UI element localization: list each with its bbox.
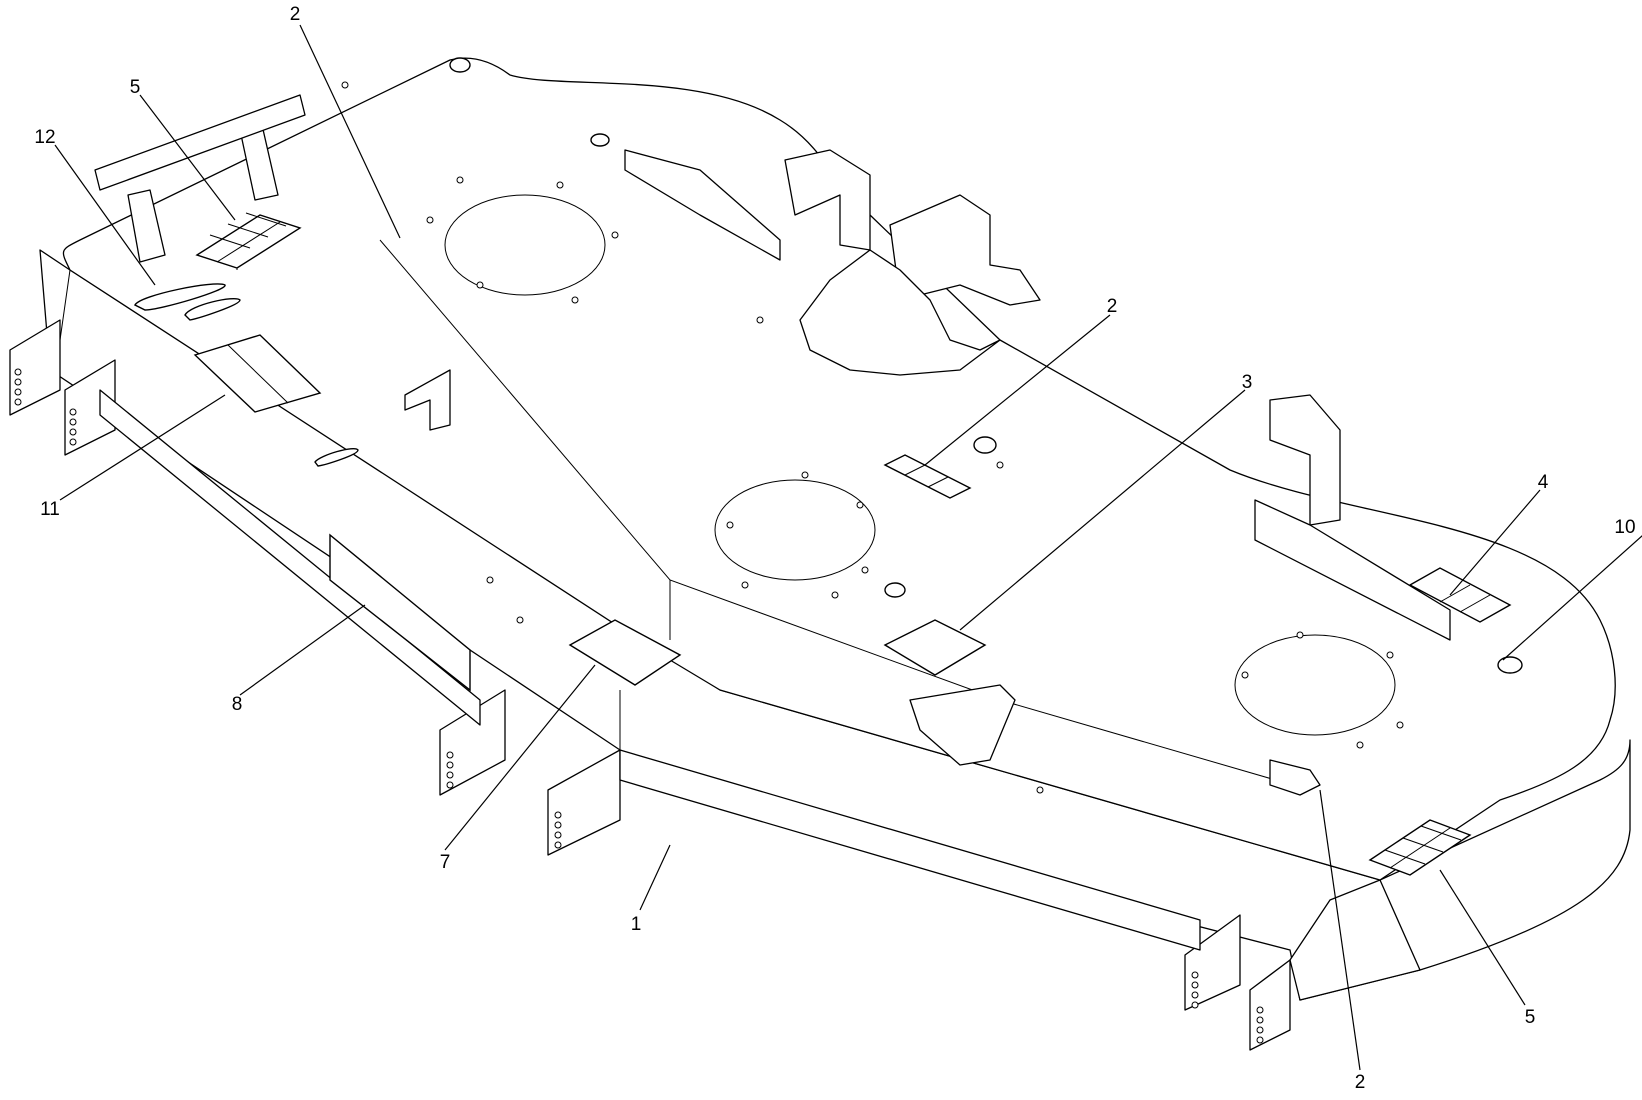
callout-4: 4: [1538, 472, 1549, 493]
slot-left-2: [184, 298, 241, 321]
callout-8: 8: [232, 694, 243, 715]
callout-2-bottom: 2: [1355, 1072, 1366, 1093]
callout-10: 10: [1614, 517, 1635, 538]
callout-labels: 2 5 12 11 8 7 1 2 3 4 10 5 2: [34, 4, 1635, 1093]
height-adjust-plates: [9, 319, 1291, 1051]
decal-item-5-left: [195, 212, 302, 270]
decals: [134, 57, 1523, 876]
decal-item-2-center: [883, 454, 972, 499]
decal-item-11: [193, 334, 322, 413]
decal-item-5-right: [1368, 819, 1472, 876]
spindle-opening-center: [714, 479, 876, 581]
decal-item-8: [329, 533, 471, 692]
callout-1: 1: [631, 914, 642, 935]
callout-2-center: 2: [1107, 296, 1118, 317]
left-hanger-brackets: [94, 94, 306, 263]
plug-item-10: [1497, 656, 1523, 674]
callout-7: 7: [440, 852, 451, 873]
spindle-opening-left: [444, 194, 606, 296]
decal-item-4: [1408, 567, 1512, 623]
plug-center-lower: [884, 582, 906, 598]
rear-mount-brackets: [404, 149, 1451, 796]
callout-2-top: 2: [290, 4, 301, 25]
callout-5-right: 5: [1525, 1007, 1536, 1028]
plug-center: [973, 436, 997, 454]
leader-lines: [54, 24, 1642, 1071]
slot-left-3: [314, 448, 359, 467]
spindle-opening-right: [1234, 634, 1396, 736]
callout-5-left: 5: [130, 77, 141, 98]
belt-area-cutout: [799, 249, 1001, 376]
spindle-openings: [444, 194, 1396, 736]
mounting-holes: [341, 81, 1404, 794]
plug-upper: [590, 133, 610, 147]
decal-item-3: [883, 619, 987, 676]
right-end-skirt: [1289, 739, 1631, 1001]
callout-11: 11: [40, 499, 60, 520]
callout-3: 3: [1242, 372, 1253, 393]
decal-item-7: [568, 619, 682, 686]
decal-item-12: [134, 283, 226, 311]
callout-12: 12: [34, 127, 55, 148]
plug-top-left: [449, 57, 471, 73]
